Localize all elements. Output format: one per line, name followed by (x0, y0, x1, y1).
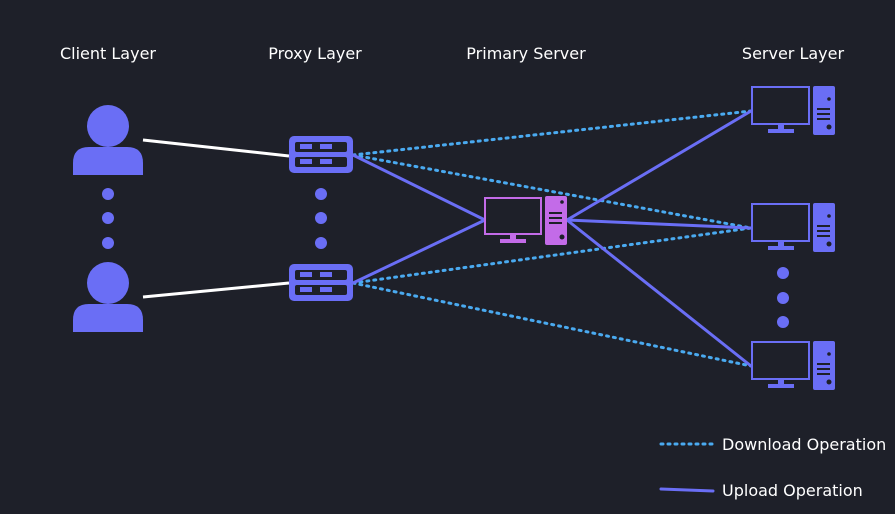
desktop-computer-icon (751, 203, 835, 252)
client-link-top (142, 138, 290, 158)
download-link (351, 281, 753, 368)
upload-line-swatch (659, 487, 715, 493)
proxy-node-bottom[interactable] (289, 264, 353, 301)
upload-link (565, 218, 753, 230)
legend-download: Download Operation (659, 435, 886, 454)
proxy-node-top[interactable] (289, 136, 353, 173)
upload-link (565, 218, 753, 368)
user-icon (73, 262, 143, 332)
server-ellipsis (777, 267, 789, 328)
client-layer-title: Client Layer (60, 44, 156, 63)
desktop-computer-icon (484, 196, 567, 245)
server-node-bottom[interactable] (751, 341, 835, 390)
proxy-ellipsis (315, 188, 327, 249)
proxy-server-icon (289, 136, 353, 173)
primary-server-title: Primary Server (466, 44, 586, 63)
upload-link (351, 218, 487, 285)
client-proxy-links (142, 138, 290, 299)
proxy-layer-title: Proxy Layer (268, 44, 362, 63)
server-node-top[interactable] (751, 86, 835, 135)
desktop-computer-icon (751, 86, 835, 135)
download-links (351, 109, 753, 368)
primary-server-node[interactable] (484, 196, 567, 245)
client-ellipsis (102, 188, 114, 249)
client-user-bottom[interactable] (73, 262, 143, 332)
client-link-bottom (142, 281, 290, 299)
upload-link (565, 109, 753, 222)
legend-upload: Upload Operation (659, 481, 863, 500)
legend-download-label: Download Operation (722, 435, 886, 454)
server-node-middle[interactable] (751, 203, 835, 252)
server-layer-title: Server Layer (742, 44, 845, 63)
user-icon (73, 105, 143, 175)
proxy-server-icon (289, 264, 353, 301)
desktop-computer-icon (751, 341, 835, 390)
legend-upload-label: Upload Operation (722, 481, 863, 500)
download-link (351, 226, 753, 285)
upload-links (351, 109, 753, 368)
upload-link (351, 153, 487, 222)
download-link (351, 153, 753, 230)
client-user-top[interactable] (73, 105, 143, 175)
legend: Download Operation Upload Operation (659, 435, 886, 500)
